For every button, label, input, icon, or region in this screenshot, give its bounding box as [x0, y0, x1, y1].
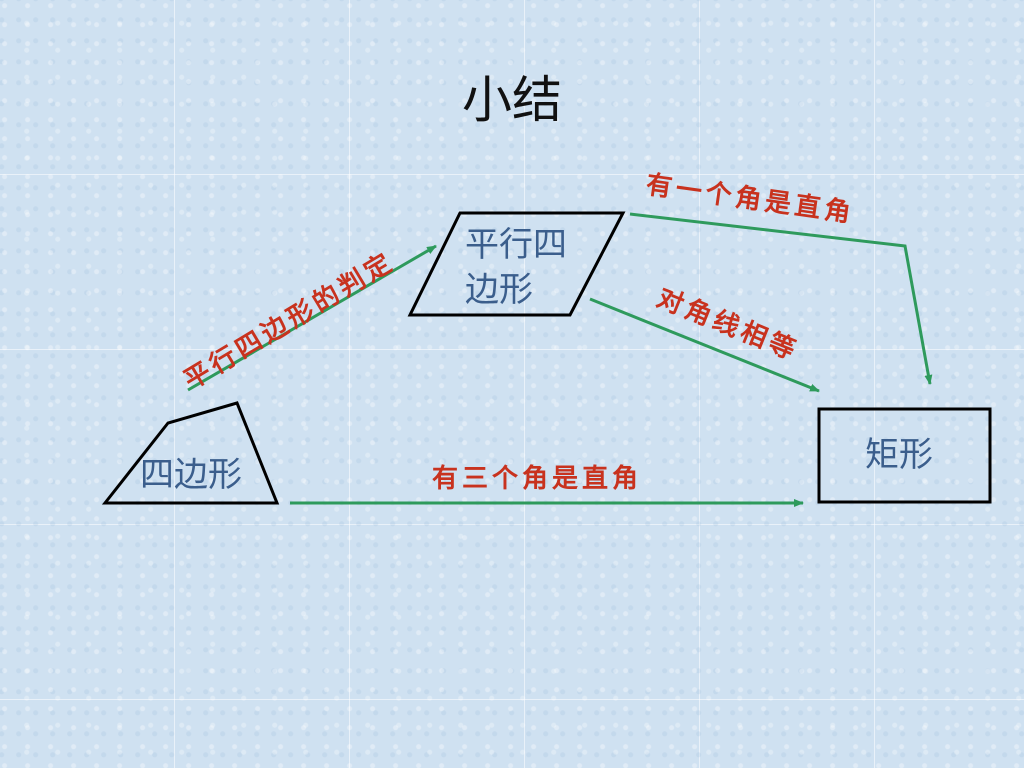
parallelogram-shape: [407, 211, 626, 317]
page-title: 小结: [462, 71, 562, 129]
arrow-quad-to-parallelogram: [187, 244, 437, 392]
arrow-parallelogram-to-rectangle-diagonal: [589, 297, 820, 393]
rectangle-shape: [817, 407, 992, 504]
arrow-parallelogram-to-rectangle-angle: [629, 212, 933, 385]
parallelogram-label-line2: 边形: [465, 270, 533, 310]
quadrilateral-shape: [101, 401, 280, 505]
rectangle-label: 矩形: [865, 435, 933, 475]
edge-label-three-right-angles: 有三个角是直角: [432, 464, 643, 494]
parallelogram-label-line1: 平行四: [465, 225, 567, 265]
quadrilateral-label: 四边形: [140, 455, 242, 495]
